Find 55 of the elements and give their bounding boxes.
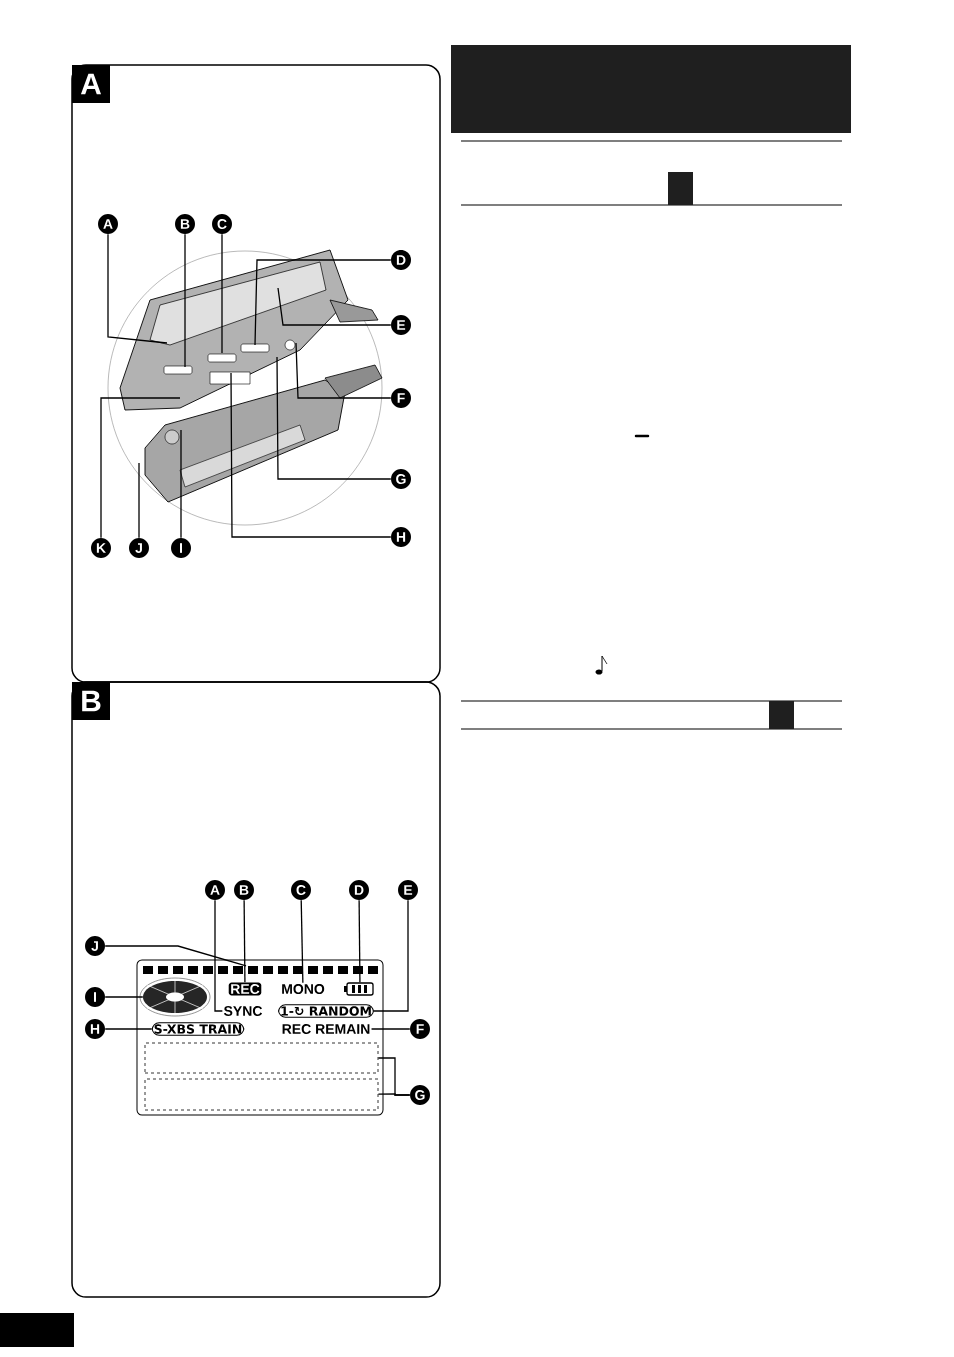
- callout-letter: F: [410, 1019, 430, 1039]
- leader-line: [358, 899, 361, 983]
- indicator: REC REMAIN: [282, 1024, 370, 1034]
- device-drawing: [107, 249, 383, 526]
- leader-line: [243, 899, 246, 983]
- leader-line: [104, 945, 247, 967]
- leader-line: [138, 462, 140, 539]
- callout-letter: J: [85, 936, 105, 956]
- callout-letter: F: [391, 388, 411, 408]
- level-meter: [143, 966, 378, 974]
- callout-letter: I: [85, 987, 105, 1007]
- callout-letter: B: [234, 880, 254, 900]
- leader-line: [104, 1028, 153, 1030]
- leader-line: [370, 1028, 411, 1030]
- callout-letter: D: [349, 880, 369, 900]
- callout-letter: J: [129, 538, 149, 558]
- leader-line: [221, 233, 223, 354]
- callout-letter: I: [171, 538, 191, 558]
- indicator: S-XBS TRAIN: [151, 1022, 245, 1036]
- indicator: SYNC: [223, 1006, 263, 1016]
- leader-line: [104, 996, 144, 998]
- callout-letter: E: [398, 880, 418, 900]
- leader-line: [373, 899, 409, 1012]
- callout-letter: G: [410, 1085, 430, 1105]
- display-panel: [136, 959, 384, 1116]
- text-area: [144, 1078, 379, 1111]
- callout-letter: K: [91, 538, 111, 558]
- indicator: MONO: [282, 984, 325, 994]
- disc-icon: [139, 977, 211, 1017]
- leader-line: [214, 899, 223, 1012]
- leader-line: [254, 259, 392, 346]
- callout-letter: H: [85, 1019, 105, 1039]
- leader-line: [184, 233, 186, 368]
- battery-icon: [344, 982, 374, 996]
- leader-line: [100, 397, 181, 539]
- callout-letter: A: [205, 880, 225, 900]
- leader-line: [276, 356, 392, 480]
- leader-line: [277, 287, 392, 326]
- leader-line: [300, 899, 304, 984]
- callout-letter: G: [391, 469, 411, 489]
- leader-line: [295, 342, 392, 399]
- leader-line: [180, 429, 182, 539]
- text-area: [144, 1042, 379, 1074]
- indicator: REC: [228, 982, 262, 996]
- leader-line: [230, 372, 392, 538]
- callout-letter: C: [291, 880, 311, 900]
- callout-letter: E: [391, 315, 411, 335]
- leader-line: [377, 1093, 411, 1096]
- callout-letter: H: [391, 527, 411, 547]
- callout-letter: B: [175, 214, 195, 234]
- callout-letter: D: [391, 250, 411, 270]
- callout-letter: A: [98, 214, 118, 234]
- indicator: 1-↻ RANDOM: [278, 1004, 374, 1018]
- leader-line: [107, 233, 168, 344]
- callout-letter: C: [212, 214, 232, 234]
